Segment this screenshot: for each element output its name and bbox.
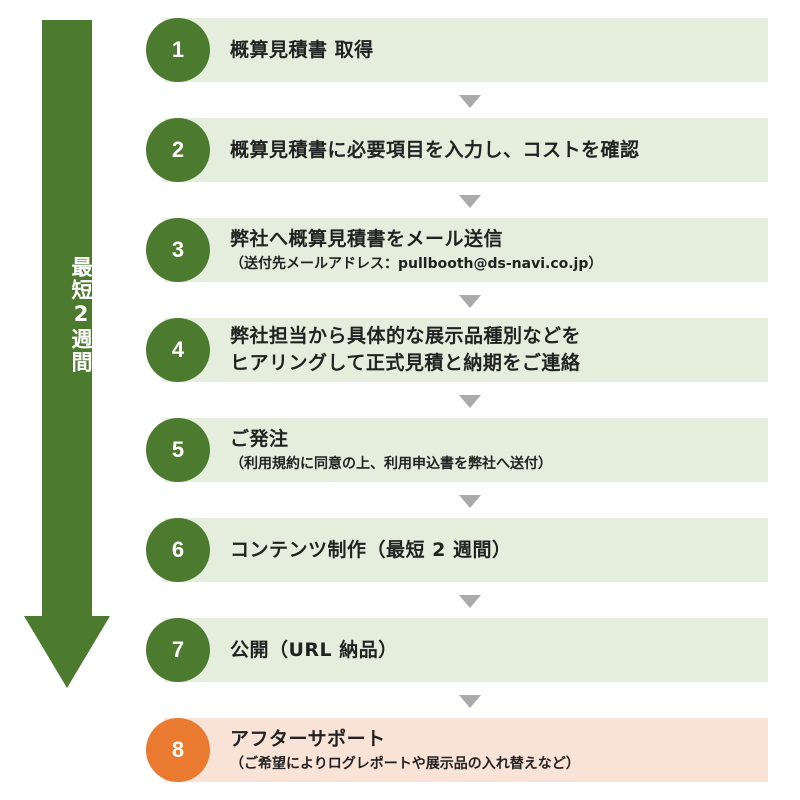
- step-connector-3: [459, 295, 481, 308]
- step-bar-4: [164, 318, 768, 382]
- step-title-1: 概算見積書 取得: [230, 38, 374, 61]
- step-text-3: 弊社へ概算見積書をメール送信 （送付先メールアドレス：pullbooth@ds-…: [230, 218, 760, 282]
- step-title-3: 弊社へ概算見積書をメール送信: [230, 228, 504, 250]
- step-title-7: 公開（URL 納品）: [230, 638, 398, 661]
- step-number-4: 4: [146, 318, 210, 382]
- step-subtitle-3: （送付先メールアドレス：pullbooth@ds-navi.co.jp）: [230, 256, 603, 272]
- step-text-6: コンテンツ制作（最短 2 週間）: [230, 518, 760, 582]
- step-title-8: アフターサポート: [230, 728, 386, 750]
- step-subtitle-8: （ご希望によりログレポートや展示品の入れ替えなど）: [230, 756, 580, 772]
- step-bar-6: [164, 518, 768, 582]
- step-connector-6: [459, 595, 481, 608]
- step-bar-3: [164, 218, 768, 282]
- step-subtitle-5: （利用規約に同意の上、利用申込書を弊社へ送付）: [230, 456, 552, 472]
- step-number-7: 7: [146, 618, 210, 682]
- timeline-label: 最短2週間: [69, 256, 93, 374]
- step-text-1: 概算見積書 取得: [230, 18, 760, 82]
- step-bar-5: [164, 418, 768, 482]
- step-number-6: 6: [146, 518, 210, 582]
- step-bar-7: [164, 618, 768, 682]
- step-bar-1: [164, 18, 768, 82]
- step-title-5: ご発注: [230, 428, 289, 450]
- step-connector-5: [459, 495, 481, 508]
- step-text-2: 概算見積書に必要項目を入力し、コストを確認: [230, 118, 760, 182]
- step-text-4: 弊社担当から具体的な展示品種別などを ヒアリングして正式見積と納期をご連絡: [230, 318, 760, 382]
- step-title-6: コンテンツ制作（最短 2 週間）: [230, 538, 512, 561]
- timeline-arrow: [24, 20, 110, 688]
- step-number-2: 2: [146, 118, 210, 182]
- step-connector-1: [459, 95, 481, 108]
- step-text-7: 公開（URL 納品）: [230, 618, 760, 682]
- step-number-3: 3: [146, 218, 210, 282]
- step-connector-2: [459, 195, 481, 208]
- step-title-2: 概算見積書に必要項目を入力し、コストを確認: [230, 138, 640, 161]
- step-bar-8: [164, 718, 768, 782]
- step-title-4-line2: ヒアリングして正式見積と納期をご連絡: [230, 352, 581, 374]
- step-connector-7: [459, 695, 481, 708]
- step-text-8: アフターサポート （ご希望によりログレポートや展示品の入れ替えなど）: [230, 718, 760, 782]
- step-number-5: 5: [146, 418, 210, 482]
- step-connector-4: [459, 395, 481, 408]
- step-bar-2: [164, 118, 768, 182]
- step-number-8: 8: [146, 718, 210, 782]
- step-title-4: 弊社担当から具体的な展示品種別などを: [230, 325, 582, 347]
- step-number-1: 1: [146, 18, 210, 82]
- step-text-5: ご発注 （利用規約に同意の上、利用申込書を弊社へ送付）: [230, 418, 760, 482]
